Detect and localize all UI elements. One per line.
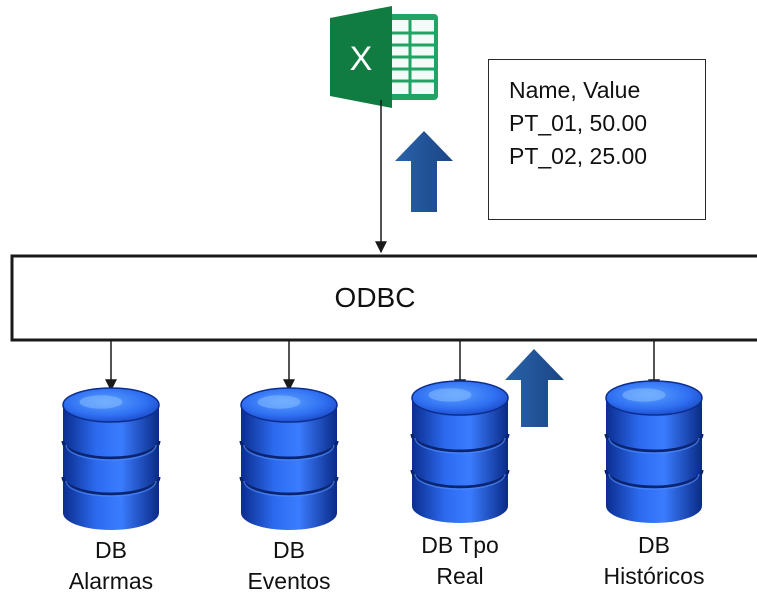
svg-text:X: X bbox=[350, 40, 373, 78]
odbc-bus bbox=[10, 254, 757, 342]
db-label-line: Real bbox=[436, 563, 484, 589]
db-label-line: Eventos bbox=[247, 568, 331, 594]
db-label-line: DB bbox=[273, 537, 305, 563]
note-row-line: PT_01, 50.00 bbox=[509, 110, 648, 136]
db-label-eventos: DB Eventos bbox=[209, 535, 369, 595]
db-label-line: DB bbox=[638, 532, 670, 558]
bus-to-db-connectors bbox=[105, 340, 660, 392]
database-cylinder-icon bbox=[239, 387, 339, 530]
note-header-line: Name, Value bbox=[509, 77, 641, 103]
note-row-line: PT_02, 25.00 bbox=[509, 143, 648, 169]
upload-arrow-icon bbox=[395, 131, 453, 212]
db-label-line: Alarmas bbox=[68, 568, 154, 594]
database-cylinder-icon bbox=[410, 380, 510, 523]
db-label-historicos: DB Históricos bbox=[574, 530, 734, 592]
db-label-tpo-real: DB Tpo Real bbox=[380, 530, 540, 592]
sample-data-note: Name, Value PT_01, 50.00 PT_02, 25.00 bbox=[488, 59, 706, 220]
db-label-alarmas: DB Alarmas bbox=[31, 535, 191, 595]
odbc-label: ODBC bbox=[334, 282, 416, 313]
database-cylinder-icon bbox=[604, 380, 704, 523]
db-label-line: Históricos bbox=[603, 563, 705, 589]
excel-icon: X bbox=[330, 6, 438, 108]
db-label-line: DB bbox=[95, 537, 127, 563]
upload-arrow-icon bbox=[505, 349, 564, 427]
database-cylinder-icon bbox=[61, 387, 161, 530]
db-label-line: DB Tpo bbox=[421, 532, 499, 558]
